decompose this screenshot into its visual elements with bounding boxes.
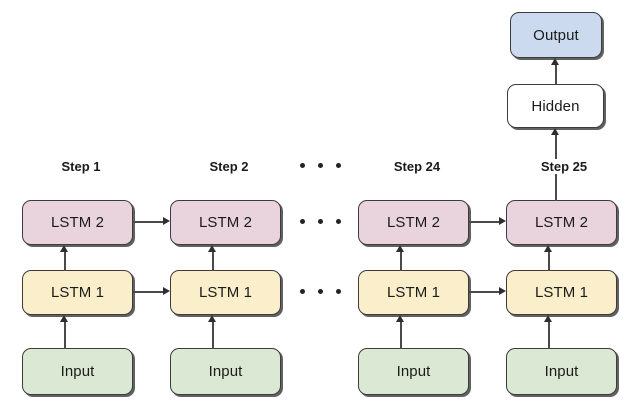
step25-input-label: Input: [544, 363, 579, 380]
step2-lstm1-node: LSTM 1: [170, 270, 281, 315]
ellipsis-dot: [336, 163, 341, 168]
step2-input-node: Input: [170, 348, 281, 395]
hidden-node: Hidden: [507, 84, 604, 128]
ellipsis-dot: [300, 219, 305, 224]
step25-input-node: Input: [506, 348, 617, 395]
step1-input-label: Input: [60, 363, 95, 380]
step1-input-node: Input: [22, 348, 133, 395]
connector-step2-input-to-lstm1: [212, 319, 214, 349]
connector-lstm1-step1-to-step2: [133, 291, 163, 293]
arrowhead-step2-lstm1-to-lstm2: [208, 245, 216, 252]
step25-lstm1-label: LSTM 1: [534, 284, 589, 301]
step1-lstm2-node: LSTM 2: [22, 200, 133, 245]
arrowhead-step24-input-to-lstm1: [396, 315, 404, 322]
arrowhead-step25-input-to-lstm1: [544, 315, 552, 322]
ellipsis-lstm2-row: [300, 219, 341, 224]
step2-lstm1-label: LSTM 1: [198, 284, 253, 301]
ellipsis-dot: [336, 289, 341, 294]
step25-lstm2-label: LSTM 2: [534, 214, 589, 231]
connector-step24-input-to-lstm1: [400, 319, 402, 349]
step2-lstm2-node: LSTM 2: [170, 200, 281, 245]
step1-lstm2-label: LSTM 2: [50, 214, 105, 231]
arrowhead-lstm2-step1-to-step2: [163, 217, 170, 225]
step25-lstm1-node: LSTM 1: [506, 270, 617, 315]
connector-step1-lstm1-to-lstm2: [64, 249, 66, 271]
output-node: Output: [510, 12, 602, 58]
step1-lstm1-label: LSTM 1: [50, 284, 105, 301]
ellipsis-dot: [336, 219, 341, 224]
step25-lstm2-node: LSTM 2: [506, 200, 617, 245]
connector-lstm2-step24-to-step25: [469, 221, 499, 223]
step24-lstm1-label: LSTM 1: [386, 284, 441, 301]
step1-lstm1-node: LSTM 1: [22, 270, 133, 315]
connector-lstm2-step1-to-step2: [133, 221, 163, 223]
ellipsis-dot: [318, 219, 323, 224]
step-label-24: Step 24: [381, 159, 453, 174]
ellipsis-dot: [318, 163, 323, 168]
step24-lstm2-node: LSTM 2: [358, 200, 469, 245]
connector-step25-input-to-lstm1: [548, 319, 550, 349]
step24-lstm1-node: LSTM 1: [358, 270, 469, 315]
connector-step1-input-to-lstm1: [64, 319, 66, 349]
arrowhead-step24-lstm1-to-lstm2: [396, 245, 404, 252]
ellipsis-step-row: [300, 163, 341, 168]
arrowhead-step25-lstm1-to-lstm2: [544, 245, 552, 252]
output-node-label: Output: [533, 26, 579, 44]
connector-step24-lstm1-to-lstm2: [400, 249, 402, 271]
step2-input-label: Input: [208, 363, 243, 380]
ellipsis-dot: [300, 289, 305, 294]
ellipsis-dot: [318, 289, 323, 294]
arrowhead-lstm1-step24-to-step25: [499, 287, 506, 295]
connector-step2-lstm1-to-lstm2: [212, 249, 214, 271]
step-label-2: Step 2: [196, 159, 262, 174]
step-label-25: Step 25: [528, 159, 600, 174]
arrowhead-lstm1-step1-to-step2: [163, 287, 170, 295]
connector-lstm1-step24-to-step25: [469, 291, 499, 293]
arrowhead-lstm2-step24-to-step25: [499, 217, 506, 225]
arrowhead-step2-input-to-lstm1: [208, 315, 216, 322]
step24-input-node: Input: [358, 348, 469, 395]
arrowhead-step1-lstm1-to-lstm2: [60, 245, 68, 252]
ellipsis-dot: [300, 163, 305, 168]
connector-step25-lstm1-to-lstm2: [548, 249, 550, 271]
connector-hidden-to-output: [555, 62, 557, 84]
step24-lstm2-label: LSTM 2: [386, 214, 441, 231]
hidden-node-label: Hidden: [531, 97, 580, 115]
arrowhead-step25-lstm2-to-hidden: [551, 128, 559, 135]
step2-lstm2-label: LSTM 2: [198, 214, 253, 231]
ellipsis-lstm1-row: [300, 289, 341, 294]
step24-input-label: Input: [396, 363, 431, 380]
arrowhead-step1-input-to-lstm1: [60, 315, 68, 322]
step-label-1: Step 1: [48, 159, 114, 174]
arrowhead-hidden-to-output: [551, 58, 559, 65]
